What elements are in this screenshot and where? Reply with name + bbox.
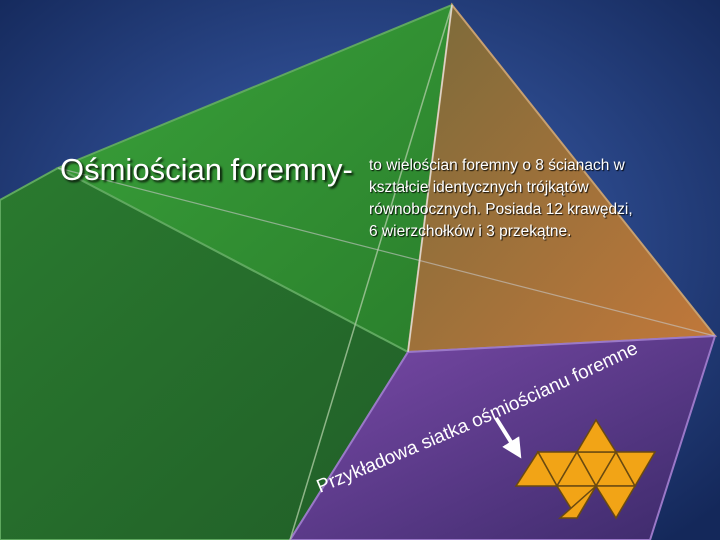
octahedron-face-bottom-left	[0, 166, 410, 540]
octahedron-edge	[57, 167, 716, 337]
slide-title: Ośmiościan foremny-	[60, 152, 353, 187]
slide-description: to wielościan foremny o 8 ścianach w ksz…	[369, 157, 633, 240]
octahedron-net-icon	[514, 418, 657, 520]
octahedron-edge	[407, 4, 453, 353]
octahedron-edge	[289, 4, 453, 540]
arrow-down-right-icon	[494, 416, 522, 459]
